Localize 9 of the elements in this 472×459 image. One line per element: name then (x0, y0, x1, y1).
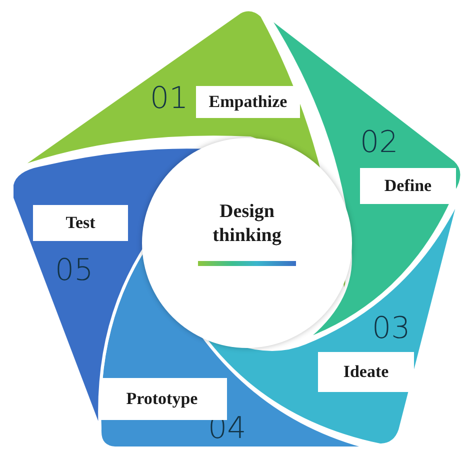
center-title: Design thinking (212, 200, 282, 248)
step-number: 01 (150, 84, 188, 114)
step-label: Define (360, 168, 456, 204)
step-label: Test (33, 205, 128, 241)
step-number: 05 (55, 256, 94, 286)
step-number: 03 (372, 314, 410, 344)
step-label: Empathize (196, 86, 300, 118)
step-label: Ideate (318, 352, 414, 392)
step-number: 02 (360, 128, 398, 158)
